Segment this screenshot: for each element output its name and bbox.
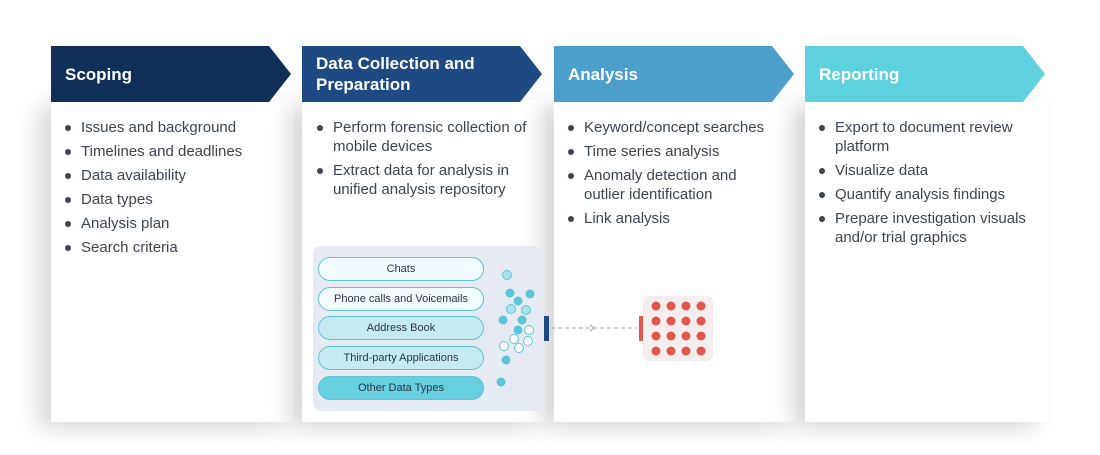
list-item: Anomaly detection and outlier identifica… — [567, 166, 772, 204]
card-reporting — [805, 100, 1048, 422]
grid-dot — [681, 301, 691, 311]
list-item: Extract data for analysis in unified ana… — [316, 161, 528, 199]
analysis-dot-grid — [651, 301, 706, 356]
data-point — [499, 341, 509, 351]
grid-dot — [651, 316, 661, 326]
analysis-input-bar — [639, 316, 644, 341]
grid-dot — [696, 331, 706, 341]
data-source-chats: Chats — [318, 257, 484, 281]
list-item: Export to document review platform — [818, 118, 1036, 156]
card-scoping — [51, 100, 294, 422]
stage-title: Scoping — [65, 64, 133, 84]
stage-header-scoping: Scoping — [51, 46, 291, 102]
list-item: Visualize data — [818, 161, 1036, 180]
list-item: Data availability — [64, 166, 279, 185]
data-point — [514, 343, 524, 353]
bullet-list-reporting: Export to document review platform Visua… — [818, 118, 1036, 252]
list-item: Timelines and deadlines — [64, 142, 279, 161]
grid-dot — [666, 301, 676, 311]
data-point — [498, 315, 508, 325]
list-item: Perform forensic collection of mobile de… — [316, 118, 528, 156]
grid-dot — [666, 346, 676, 356]
data-point — [513, 296, 523, 306]
list-item: Search criteria — [64, 238, 279, 257]
grid-dot — [681, 331, 691, 341]
data-point — [506, 304, 516, 314]
stage-header-analysis: Analysis — [554, 46, 794, 102]
data-point — [502, 270, 512, 280]
data-point — [523, 336, 533, 346]
grid-dot — [681, 346, 691, 356]
list-item: Time series analysis — [567, 142, 772, 161]
grid-dot — [651, 331, 661, 341]
data-point — [517, 315, 527, 325]
data-point — [513, 325, 523, 335]
grid-dot — [651, 301, 661, 311]
grid-dot — [651, 346, 661, 356]
grid-dot — [696, 301, 706, 311]
list-item: Link analysis — [567, 209, 772, 228]
list-item: Data types — [64, 190, 279, 209]
data-point — [509, 334, 519, 344]
grid-dot — [696, 316, 706, 326]
data-point — [524, 325, 534, 335]
list-item: Quantify analysis findings — [818, 185, 1036, 204]
data-point — [505, 288, 515, 298]
data-point — [525, 289, 535, 299]
data-point — [521, 305, 531, 315]
grid-dot — [681, 316, 691, 326]
data-source-other: Other Data Types — [318, 376, 484, 400]
data-point — [496, 377, 506, 387]
data-points-cluster — [496, 270, 535, 387]
data-source-address-book: Address Book — [318, 316, 484, 340]
card-analysis — [554, 100, 797, 422]
list-item: Issues and background — [64, 118, 279, 137]
list-item: Keyword/concept searches — [567, 118, 772, 137]
stage-header-reporting: Reporting — [805, 46, 1045, 102]
repository-output-bar — [544, 316, 549, 341]
stage-title: Analysis — [568, 64, 638, 84]
grid-dot — [666, 331, 676, 341]
grid-dot — [696, 346, 706, 356]
stage-header-data-collection: Data Collection and Preparation — [302, 46, 542, 102]
bullet-list-scoping: Issues and background Timelines and dead… — [64, 118, 279, 262]
bullet-list-analysis: Keyword/concept searches Time series ana… — [567, 118, 772, 233]
connector-arrow — [551, 324, 637, 332]
stage-title: Reporting — [819, 64, 900, 84]
data-source-third-party-apps: Third-party Applications — [318, 346, 484, 370]
data-source-phone-calls: Phone calls and Voicemails — [318, 287, 484, 311]
data-repository-panel: Chats Phone calls and Voicemails Address… — [313, 246, 544, 411]
list-item: Prepare investigation visuals and/or tri… — [818, 209, 1036, 247]
bullet-list-data-collection: Perform forensic collection of mobile de… — [316, 118, 528, 204]
list-item: Analysis plan — [64, 214, 279, 233]
grid-dot — [666, 316, 676, 326]
stage-title: Data Collection and Preparation — [316, 54, 475, 94]
data-point — [501, 355, 511, 365]
analysis-grid-panel — [643, 296, 713, 361]
